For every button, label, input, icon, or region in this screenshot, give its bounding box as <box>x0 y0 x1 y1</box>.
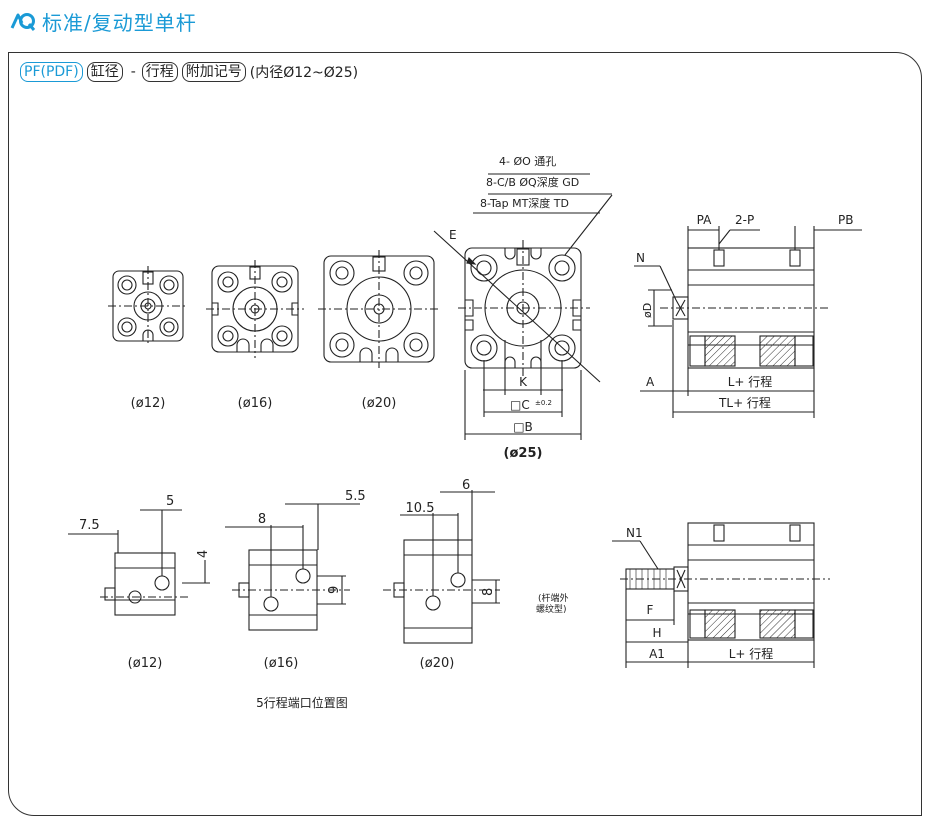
label-d105: 10.5 <box>406 501 435 516</box>
label-A1: A1 <box>649 647 665 661</box>
side-view <box>634 226 862 418</box>
label-d5: 5 <box>166 494 174 509</box>
front-view-16 <box>206 260 304 358</box>
port-view-16 <box>225 503 360 631</box>
drawing-panel <box>8 52 922 816</box>
model-separator: - <box>130 64 136 80</box>
label-F: F <box>647 603 654 617</box>
port-caption: 5行程端口位置图 <box>256 695 348 710</box>
label-N: N <box>636 251 645 265</box>
rod-thread-view <box>612 522 830 668</box>
label-TL-stroke: TL+ 行程 <box>718 395 771 410</box>
label-d6: 6 <box>462 478 470 493</box>
label-2P: 2-P <box>735 213 754 227</box>
model-suffix: 附加记号 <box>181 62 246 82</box>
label-d55: 5.5 <box>345 489 366 504</box>
label-N1: N1 <box>626 526 643 540</box>
header: 标准/复动型单杆 <box>10 6 197 36</box>
front-view-25 <box>433 173 613 440</box>
label-L-stroke-2: L+ 行程 <box>729 646 774 661</box>
port-label-size16: (ø16) <box>264 656 299 671</box>
label-d8: 8 <box>258 512 266 527</box>
label-D: øD <box>641 303 654 318</box>
model-range: (内径Ø12~Ø25) <box>249 65 359 81</box>
label-B: □B <box>513 420 533 434</box>
page-title: 标准/复动型单杆 <box>42 10 197 35</box>
label-E: E <box>449 228 457 242</box>
label-PB: PB <box>838 213 853 227</box>
label-d4: 4 <box>196 550 211 558</box>
port-view-12 <box>68 509 210 616</box>
rod-note-2: 螺纹型) <box>536 603 567 615</box>
port-label-size20: (ø20) <box>420 656 455 671</box>
label-size16: (ø16) <box>238 396 273 411</box>
rod-note-1: (杆端外 <box>538 592 569 604</box>
label-PA: PA <box>697 213 712 227</box>
label-d9: 9 <box>327 586 342 594</box>
label-C: □C <box>510 398 530 412</box>
label-K: K <box>519 375 528 389</box>
label-size12: (ø12) <box>131 396 166 411</box>
label-d75: 7.5 <box>79 518 100 533</box>
model-code: PF(PDF) 缸径 - 行程 附加记号 (内径Ø12~Ø25) <box>20 62 358 82</box>
port-label-size12: (ø12) <box>128 656 163 671</box>
label-hole2: 8-C/B ØQ深度 GD <box>486 175 579 189</box>
label-C-tol: ±0.2 <box>535 399 552 407</box>
brand-logo-icon <box>10 13 36 31</box>
label-hole3: 8-Tap MT深度 TD <box>480 196 569 210</box>
label-H: H <box>652 626 661 640</box>
model-prefix: PF(PDF) <box>20 62 83 82</box>
label-size20: (ø20) <box>362 396 397 411</box>
label-d8b: 8 <box>481 588 496 596</box>
front-view-20 <box>318 250 440 368</box>
label-A: A <box>646 375 655 389</box>
label-size25: (ø25) <box>504 446 543 461</box>
model-stroke: 行程 <box>141 62 178 82</box>
model-bore: 缸径 <box>86 62 123 82</box>
label-L-stroke: L+ 行程 <box>728 374 773 389</box>
front-view-12 <box>108 266 188 346</box>
port-view-20 <box>383 490 500 644</box>
label-hole1: 4- ØO 通孔 <box>499 155 556 168</box>
